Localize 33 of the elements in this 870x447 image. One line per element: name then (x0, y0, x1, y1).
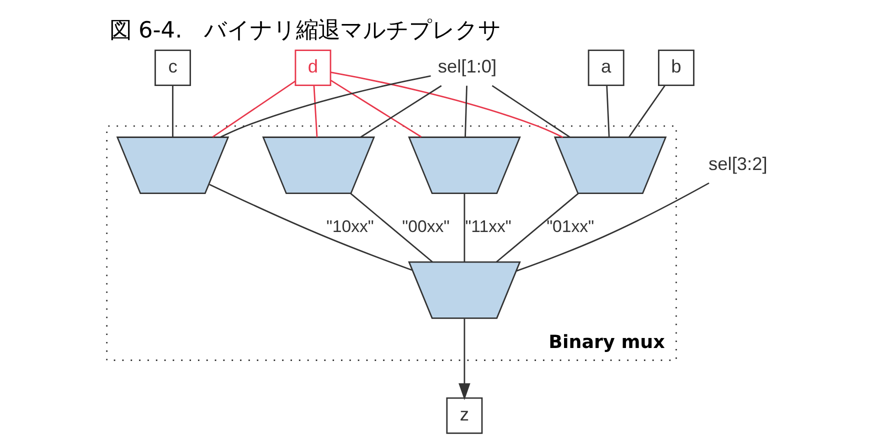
node-box: c (154, 50, 191, 86)
node-box: d (294, 50, 332, 86)
node-text: sel[1:0] (438, 56, 497, 77)
connector (606, 86, 610, 138)
connector (496, 192, 579, 263)
node-box: z (446, 397, 483, 434)
edge-label: "01xx" (546, 217, 594, 236)
connector (212, 80, 296, 138)
node-box: b (658, 50, 694, 86)
edge-label: "11xx" (465, 217, 512, 236)
node-trapezoid (116, 136, 230, 194)
node-text: sel[3:2] (708, 153, 768, 174)
connector (628, 85, 666, 138)
edge-label: "00xx" (402, 217, 450, 236)
diagram-title: 図 6-4. バイナリ縮退マルチプレクサ (109, 17, 502, 44)
node-trapezoid (408, 136, 521, 194)
connector (209, 184, 412, 271)
edge-label: "10xx" (326, 217, 374, 236)
node-trapezoid (554, 136, 667, 194)
connector (220, 75, 431, 138)
connector (172, 86, 174, 138)
node-box: a (588, 50, 624, 86)
arrow (458, 318, 470, 400)
connector (330, 72, 564, 138)
connector (516, 182, 710, 272)
connector (464, 86, 468, 138)
connector (313, 86, 318, 138)
node-trapezoid (408, 261, 521, 319)
connector (350, 192, 433, 263)
node-trapezoid (262, 136, 376, 194)
connector (492, 85, 570, 138)
connector (464, 194, 466, 262)
connector (360, 85, 442, 138)
